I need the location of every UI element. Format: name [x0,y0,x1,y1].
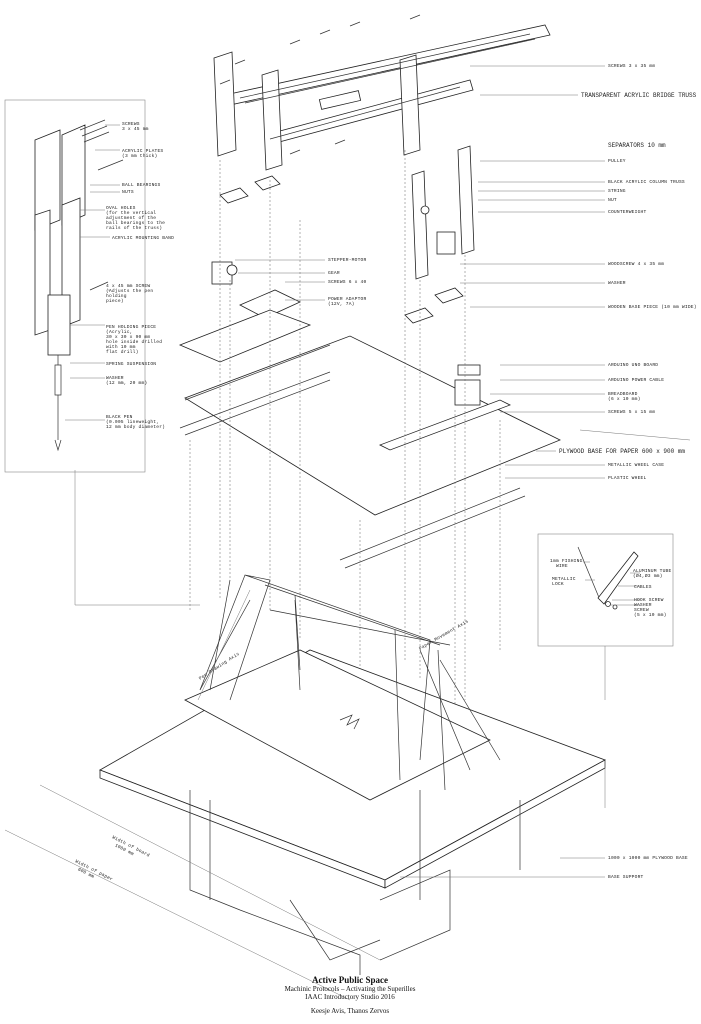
stepper-motor-assembly [178,261,312,363]
projection-lines [189,150,501,720]
label-power-adaptor-spec: (12V, 7A) [328,301,355,307]
title-block: Active Public Space Machinic Protocols –… [285,975,416,1015]
screw45-line: holding [106,293,127,299]
screw45-line: (Adjusts the pen [106,288,153,294]
column-trusses [411,145,475,280]
inset-washer2: WASHER [634,602,652,608]
oval-line: (for the vertical [106,210,156,216]
cable-inset: 1mm FISHING WIRE METALLIC LOCK ALUMINUM … [537,533,674,700]
paper-axis-label: Paper Movement Axis [418,618,470,651]
label-column-truss: BLACK ACRYLIC COLUMN TRUSS [608,179,685,185]
label-arduino-board: ARDUINO UNO BOARD [608,362,658,368]
screws-top [219,14,421,155]
inset-washer: WASHER [106,375,124,381]
label-bridge-truss: TRANSPARENT ACRYLIC BRIDGE TRUSS [581,92,697,99]
label-plywood-paper: PLYWOOD BASE FOR PAPER 600 x 900 mm [559,448,685,455]
inset-screw45: 4 x 45 mm SCREW (Adjusts the pen holding… [106,283,153,304]
pen-piece-line: with 10 mm [106,344,136,350]
label-power-adaptor: POWER ADAPTOR [328,296,366,302]
label-base-support: BASE SUPPORT [608,874,644,880]
inset-lock-line: LOCK [552,581,564,587]
screw45-line: piece) [106,298,124,304]
pen-piece-line: (Acrylic, [106,329,133,335]
label-pulley: PULLEY [608,158,626,164]
label-stepper: STEPPER-MOTOR [328,257,366,263]
right-labels: SCREWS 3 x 35 mm TRANSPARENT ACRYLIC BRI… [400,63,697,880]
label-plastic-wheel: PLASTIC WHEEL [608,475,646,481]
inset-oval-holes: OVAL HOLES (for the vertical adjustment … [106,205,165,231]
center-labels: STEPPER-MOTOR GEAR SCREWS 6 x 40 POWER A… [235,257,366,307]
label-wheel-case: METALLIC WHEEL CASE [608,462,664,468]
authors: Keesje Avis, Thanos Zervos [311,1007,390,1015]
inset-screw: SCREW [634,607,649,613]
label-screws-3x35: SCREWS 3 x 35 mm [608,63,655,69]
label-plywood-base: 1000 x 1000 mm PLYWOOD BASE [608,855,688,861]
title: Active Public Space [312,975,388,985]
paper-width-label: Width of paper 600 mm [74,858,114,882]
inset-pen-line: (0.005 lineweight, [106,419,159,425]
inset-cables: CABLES [634,584,652,590]
inset-hook: HOOK SCREW [634,597,664,603]
dimension-lines [4,429,691,1001]
inset-pen: BLACK PEN [106,414,133,420]
label-wooden-base: WOODEN BASE PIECE (10 mm WIDE) [608,304,697,310]
label-gear: GEAR [328,270,340,276]
screw45-line: 4 x 45 mm SCREW [106,283,150,289]
label-separators: SEPARATORS 10 mm [608,142,666,149]
inset-bearings: BALL BEARINGS [122,182,160,188]
label-arduino-cable: ARDUINO POWER CABLE [608,377,664,383]
inset-washer-size: (12 mm, 20 mm) [106,380,147,386]
oval-line: OVAL HOLES [106,205,136,211]
pen-piece-line: flat drill) [106,349,139,355]
inset-plates-thick: (3 mm thick) [122,153,157,159]
wooden-base-pieces [219,175,464,324]
studio: IAAC Introductory Studio 2016 [305,993,395,1001]
oval-line: ball bearings to the [106,220,165,226]
label-string: STRING [608,188,626,194]
inset-tube-size: (Ø4,Ø3 mm) [633,572,663,579]
label-screws-6x40: SCREWS 6 x 40 [328,279,366,285]
inset-wire-line: WIRE [556,563,568,569]
inset-spring: SPRING SUSPENSION [106,361,156,367]
oval-line: rails of the truss) [106,225,162,231]
label-breadboard-size: (6 x 10 mm) [608,396,641,402]
pen-piece-line: 30 x 30 x 90 mm [106,334,150,340]
label-woodscrew: WOODSCREW 4 x 35 mm [608,261,664,267]
inset-screws: SCREWS [122,121,140,127]
pen-piece-line: PEN HOLDING PIECE [106,324,156,330]
label-counterweight: COUNTERWEIGHT [608,209,646,215]
base-support [189,790,521,975]
bridge-truss [213,24,551,171]
inset-tube: ALUMINUM TUBE [633,568,671,574]
subtitle: Machinic Protocols – Activating the Supe… [285,985,416,993]
inset-nuts: NUTS [122,189,134,195]
inset-plates: ACRYLIC PLATES [122,148,163,154]
assembled-machine [99,574,606,889]
oval-line: adjustment of the [106,215,156,221]
inset-pen-piece: PEN HOLDING PIECE (Acrylic, 30 x 30 x 90… [106,324,162,355]
inset-screws-size: 3 x 45 mm [122,126,149,132]
label-nut: NUT [608,197,617,203]
inset-lock: METALLIC [552,576,576,582]
pen-piece-line: hole inside drilled [106,339,162,345]
inset-screw-size: (5 x 10 mm) [634,612,667,618]
pen-holder-inset: SCREWS 3 x 45 mm ACRYLIC PLATES (3 mm th… [4,99,200,606]
label-breadboard: BREADBOARD [608,391,638,397]
inset-pen-line: 12 mm body diameter) [106,424,165,430]
label-screws-5x15: SCREWS 5 x 15 mm [608,409,655,415]
paper-plywood-base [179,335,561,569]
inset-wire: 1mm FISHING [550,558,583,564]
inset-band: ACRYLIC MOUNTING BAND [112,235,174,241]
label-washer: WASHER [608,280,626,286]
